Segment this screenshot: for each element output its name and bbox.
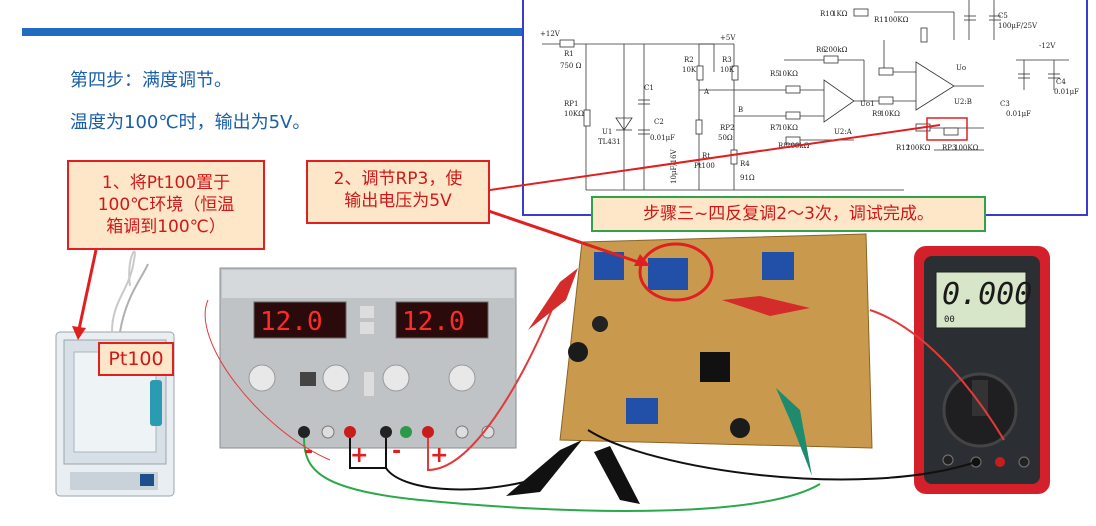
polarity-1: -: [304, 439, 313, 464]
svg-text:C1: C1: [644, 84, 654, 92]
svg-text:50Ω: 50Ω: [718, 134, 733, 142]
svg-text:C2: C2: [654, 118, 664, 126]
callout-line: 箱调到100℃）: [106, 217, 226, 237]
multimeter-display: 0.000: [942, 277, 1032, 312]
schematic-drawing: +12V R1 750 Ω RP1 10KΩ U1 TL431 C1 C2 0.…: [540, 0, 1079, 191]
svg-text:R5: R5: [770, 70, 780, 78]
svg-text:U2:A: U2:A: [834, 128, 853, 136]
svg-text:R11: R11: [874, 16, 888, 24]
svg-text:C5: C5: [998, 12, 1008, 20]
svg-text:10KΩ: 10KΩ: [778, 70, 798, 78]
svg-text:TL431: TL431: [598, 138, 621, 146]
svg-text:100KΩ: 100KΩ: [906, 144, 931, 152]
svg-text:0.01μF: 0.01μF: [1006, 110, 1031, 118]
svg-text:Uo1: Uo1: [860, 100, 875, 108]
rp3-highlight: [638, 242, 714, 302]
svg-text:91Ω: 91Ω: [740, 174, 755, 182]
step-description: 温度为100℃时，输出为5V。: [70, 112, 311, 133]
svg-text:R8: R8: [778, 142, 788, 150]
callout-line: 2、调节RP3，使: [333, 169, 463, 189]
svg-text:C4: C4: [1056, 78, 1066, 86]
svg-text:750 Ω: 750 Ω: [560, 62, 582, 70]
title-rule: [22, 28, 522, 36]
step2-callout: 2、调节RP3，使 输出电压为5V: [306, 160, 490, 224]
alligator-clips: [506, 268, 812, 504]
svg-text:10K: 10K: [682, 66, 697, 74]
dc-power-supply: [219, 267, 517, 449]
svg-text:0.01μF: 0.01μF: [1054, 88, 1079, 96]
digital-multimeter: [914, 246, 1050, 494]
svg-text:R7: R7: [770, 124, 780, 132]
svg-text:10K: 10K: [720, 66, 735, 74]
svg-text:100μF/25V: 100μF/25V: [998, 22, 1038, 30]
step-title: 第四步：满度调节。: [70, 70, 232, 91]
svg-text:R3: R3: [722, 56, 732, 64]
svg-text:10KΩ: 10KΩ: [564, 110, 584, 118]
svg-text:200kΩ: 200kΩ: [824, 46, 848, 54]
svg-text:U2:B: U2:B: [954, 98, 972, 106]
svg-text:R1: R1: [564, 50, 574, 58]
svg-text:R2: R2: [684, 56, 694, 64]
svg-text:B: B: [738, 106, 743, 114]
circuit-schematic: +12V R1 750 Ω RP1 10KΩ U1 TL431 C1 C2 0.…: [522, 0, 1088, 216]
step1-callout: 1、将Pt100置于 100℃环境（恒温 箱调到100℃）: [67, 160, 265, 250]
svg-text:U1: U1: [602, 128, 612, 136]
svg-text:A: A: [703, 88, 710, 96]
svg-text:10KΩ: 10KΩ: [880, 110, 900, 118]
svg-text:RP2: RP2: [720, 124, 734, 132]
svg-text:100KΩ: 100KΩ: [954, 144, 979, 152]
repeat-note: 步骤三~四反复调2～3次，调试完成。: [591, 196, 986, 232]
svg-text:-12V: -12V: [1039, 42, 1056, 50]
svg-text:Uo: Uo: [956, 64, 966, 72]
svg-text:+12V: +12V: [540, 30, 561, 38]
test-wires: [204, 289, 1005, 512]
svg-text:Rt: Rt: [702, 152, 710, 160]
supply-right-display: 12.0: [402, 307, 465, 337]
svg-text:R10: R10: [820, 10, 834, 18]
pt100-label: Pt100: [98, 342, 174, 376]
svg-text:1KΩ: 1KΩ: [832, 10, 848, 18]
polarity-3: -: [392, 439, 401, 464]
polarity-4: +: [430, 443, 448, 468]
supply-left-display: 12.0: [260, 307, 323, 337]
callout-line: 100℃环境（恒温: [97, 195, 235, 215]
svg-text:RP3: RP3: [942, 144, 956, 152]
polarity-2: +: [350, 443, 368, 468]
svg-text:100KΩ: 100KΩ: [884, 16, 909, 24]
svg-text:0.01μF: 0.01μF: [650, 134, 675, 142]
svg-text:Pt100: Pt100: [694, 162, 715, 170]
svg-text:RP1: RP1: [564, 100, 578, 108]
svg-text:10KΩ: 10KΩ: [778, 124, 798, 132]
svg-text:R9: R9: [872, 110, 882, 118]
svg-text:10μF/16V: 10μF/16V: [670, 148, 678, 184]
svg-text:R12: R12: [896, 144, 910, 152]
svg-text:R6: R6: [816, 46, 826, 54]
circuit-board: [559, 233, 873, 449]
callout-line: 1、将Pt100置于: [101, 173, 231, 193]
svg-text:C3: C3: [1000, 100, 1010, 108]
callout-arrows: [72, 124, 941, 340]
callout-line: 输出电压为5V: [344, 191, 452, 211]
multimeter-sub-display: 00: [944, 315, 955, 325]
svg-text:+5V: +5V: [720, 34, 736, 42]
svg-text:R4: R4: [740, 160, 750, 168]
